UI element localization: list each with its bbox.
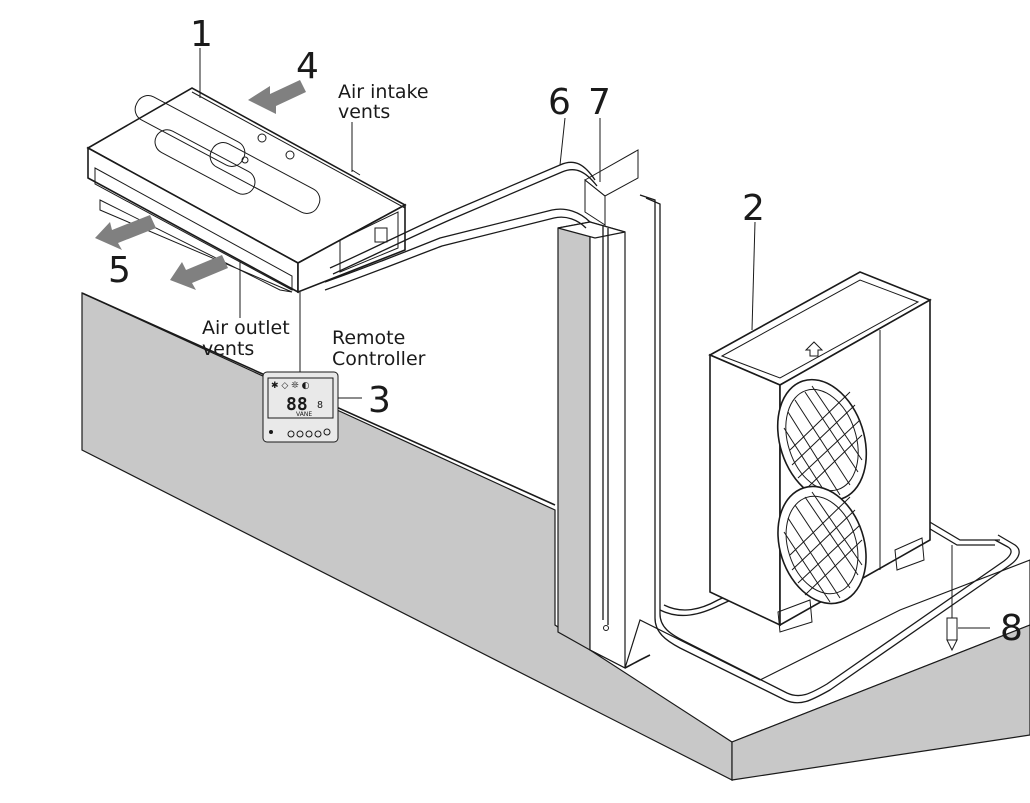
air-intake-label-line1: Air intake: [338, 81, 429, 103]
remote-vane-text: VANE: [296, 411, 312, 418]
air-outlet-arrow-upper-icon: [95, 215, 156, 250]
fan-lower-icon: [777, 485, 867, 605]
callout-5: 5: [108, 250, 131, 291]
callout-3: 3: [368, 380, 391, 421]
leader-lines: [199, 48, 990, 629]
outdoor-unit: [708, 271, 932, 633]
remote-mode-icons: ✱ ◇ ❊ ◐: [271, 381, 310, 391]
remote-buttons: [269, 428, 331, 438]
callout-7: 7: [588, 82, 611, 123]
remote-label-line2: Controller: [332, 348, 426, 370]
air-intake-label-line2: vents: [338, 101, 390, 123]
building-wall: [81, 149, 1030, 781]
air-outlet-label-line1: Air outlet: [202, 317, 290, 339]
refrigerant-piping: [324, 161, 1020, 704]
callout-8: 8: [1000, 608, 1023, 649]
callout-2: 2: [742, 188, 765, 229]
remote-small-digits: 8: [317, 400, 323, 411]
remote-digits: 88: [286, 394, 308, 415]
remote-label-line1: Remote: [332, 327, 405, 349]
callout-6: 6: [548, 82, 571, 123]
indoor-unit: [86, 87, 407, 294]
air-outlet-arrow-lower-icon: [170, 255, 228, 290]
callout-4: 4: [296, 46, 319, 87]
remote-controller: ✱ ◇ ❊ ◐ 88 8 VANE: [262, 292, 339, 443]
air-intake-arrow-icon: [248, 80, 306, 114]
outdoor-top-arrow-icon: [804, 341, 824, 357]
air-outlet-label-line2: vents: [202, 338, 254, 360]
ground-rod-icon: [946, 545, 958, 652]
callout-1: 1: [190, 14, 213, 55]
